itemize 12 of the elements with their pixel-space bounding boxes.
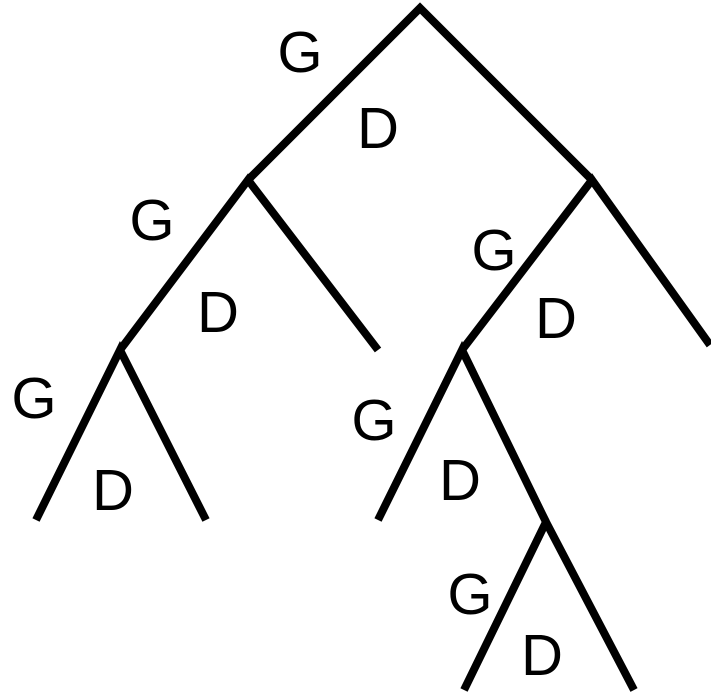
branch-label: G xyxy=(132,199,170,241)
branch-label: G xyxy=(280,31,318,73)
branch-label: D xyxy=(362,108,396,148)
branch-label: D xyxy=(96,470,132,510)
branch-label: G xyxy=(474,229,512,271)
branch-label: D xyxy=(540,298,574,338)
branch-label: D xyxy=(526,635,560,675)
branch-label: G xyxy=(354,399,392,441)
branch-label: G xyxy=(450,573,488,615)
branch-label: D xyxy=(444,460,478,500)
branch-label: G xyxy=(14,377,52,419)
branch-label: D xyxy=(202,292,236,332)
